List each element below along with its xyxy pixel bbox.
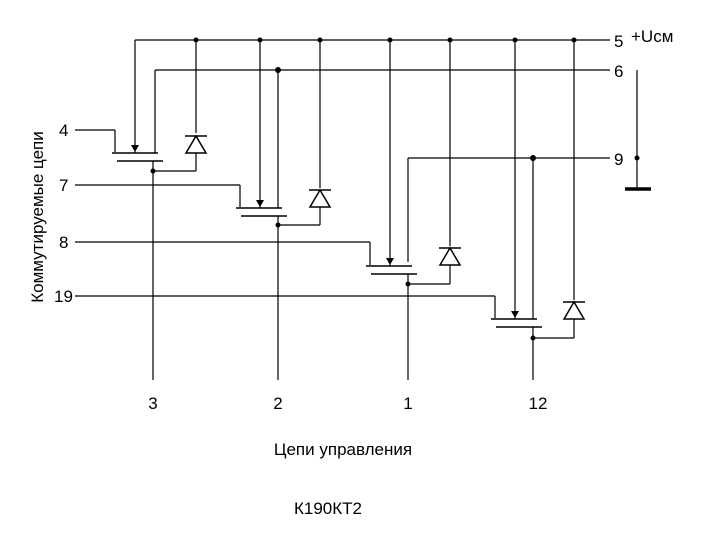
pin-label-3: 3 [148,394,157,413]
switched-circuits-label: Коммутируемые цепи [28,131,47,303]
diode-3-icon [438,246,462,266]
pin-label-6: 6 [614,62,623,81]
chip-name: К190КТ2 [294,499,362,518]
junction-dot [275,222,281,228]
pin-label-8: 8 [59,233,68,252]
pin-label-9: 9 [614,150,623,169]
pin-label-19: 19 [54,287,73,306]
gate-1-arrow-icon [131,145,139,152]
gate-3-arrow-icon [386,258,394,265]
junction-dot [275,67,281,73]
junction-dot [634,155,640,161]
pin-label-4: 4 [59,121,68,140]
junction-dot [150,168,156,174]
junction-dot [317,37,323,43]
junction-dot [387,37,393,43]
junction-dot [512,37,518,43]
junction-dots [150,37,640,341]
junction-dot [193,37,199,43]
pin-label-1: 1 [403,394,412,413]
supply-label: +Uсм [631,27,673,46]
junction-dot [257,37,263,43]
pin-label-7: 7 [59,176,68,195]
diode-1-icon [184,134,208,154]
gate-2-arrow-icon [256,200,264,207]
junction-dot [530,155,536,161]
pin-label-2: 2 [273,394,282,413]
control-circuits-label: Цепи управления [274,440,412,459]
junction-dot [405,281,411,287]
pin-label-5: 5 [614,32,623,51]
pin-label-12: 12 [529,394,548,413]
diode-2-icon [308,188,332,208]
junction-dot [447,37,453,43]
diode-4-icon [562,300,586,320]
junction-dot [530,335,536,341]
junction-dot [571,37,577,43]
gate-4-arrow-icon [511,311,519,318]
